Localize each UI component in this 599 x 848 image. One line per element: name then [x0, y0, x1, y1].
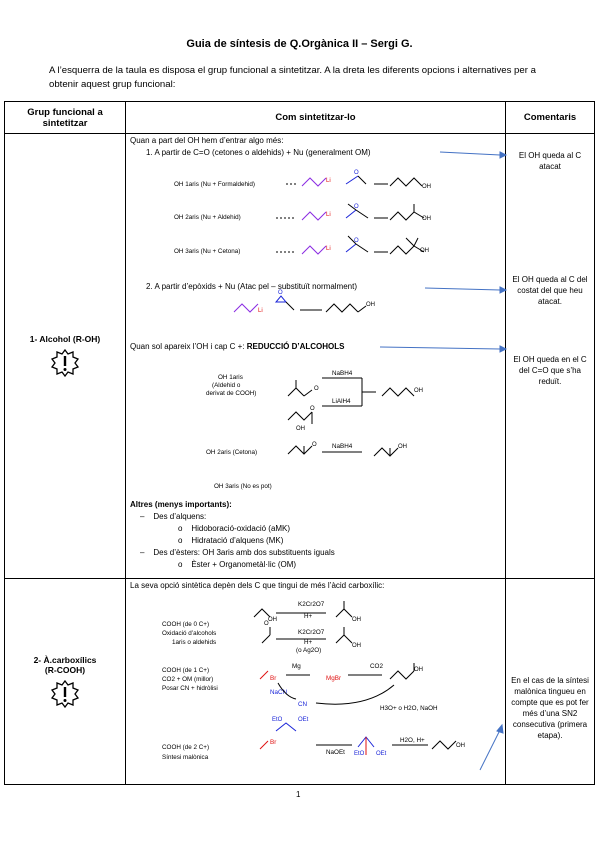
- svg-text:EtO: EtO: [354, 751, 365, 757]
- g2b: Síntesi malònica: [162, 754, 209, 761]
- svg-text:OEt: OEt: [376, 751, 387, 757]
- comment-3: El OH queda en el C del C=O que s’ha red…: [513, 355, 587, 386]
- acid-label-cell: 2- À.carboxílics (R-COOH): [4, 578, 126, 785]
- comment-2: El OH queda al C del costat del que heu …: [512, 275, 588, 306]
- r-oh1: OH 1aris: [218, 374, 243, 381]
- warning-icon: [50, 348, 80, 378]
- svg-text:OH: OH: [414, 667, 423, 673]
- svg-text:OH: OH: [398, 444, 407, 450]
- header-comments: Comentaris: [505, 101, 595, 134]
- comment-1: El OH queda al C atacat: [518, 151, 582, 171]
- svg-text:OEt: OEt: [298, 717, 309, 723]
- svg-text:Li: Li: [326, 178, 331, 184]
- nabh4-label: NaBH4: [332, 370, 353, 377]
- svg-text:OH: OH: [352, 643, 361, 649]
- alcohol-comments-cell: El OH queda al C atacat El OH queda al C…: [505, 133, 595, 579]
- r-oh1c: derivat de COOH): [206, 390, 257, 397]
- svg-text:O: O: [312, 442, 317, 448]
- acid-intro: La seva opció sintètica depèn dels C que…: [130, 581, 385, 590]
- svg-text:Li: Li: [258, 308, 263, 314]
- svg-text:OH: OH: [366, 302, 375, 308]
- nabh4-label-2: NaBH4: [332, 443, 353, 450]
- svg-text:OH: OH: [296, 426, 305, 432]
- svg-text:Li: Li: [326, 246, 331, 252]
- naoet-label: NaOEt: [326, 749, 345, 756]
- cn-label: CN: [298, 701, 308, 708]
- k2-label-2: K2Cr2O7: [298, 629, 325, 636]
- hyd-label: H3O+ o H2O, NaOH: [380, 705, 438, 712]
- svg-text:OH: OH: [422, 216, 431, 222]
- svg-text:OH: OH: [268, 617, 277, 623]
- g0b: Oxidació d’alcohols: [162, 630, 217, 637]
- warning-icon: [50, 679, 80, 708]
- svg-text:OH: OH: [420, 248, 429, 254]
- svg-text:O: O: [278, 290, 283, 296]
- alcohol-label: 1- Alcohol (R-OH): [29, 334, 101, 344]
- k2-label: K2Cr2O7: [298, 601, 325, 608]
- lialh4-label: LiAlH4: [332, 398, 351, 405]
- svg-text:OH: OH: [414, 388, 423, 394]
- acid-label-1: 2- À.carboxílics: [33, 654, 97, 665]
- others-heading: Altres (menys importants):: [130, 500, 232, 509]
- br-label: Br: [270, 675, 277, 682]
- oh1-label: OH 1aris (Nu + Formaldehid): [174, 181, 256, 188]
- others-1a: o Hidoboració-oxidació (aMK): [178, 524, 291, 533]
- header-group: Grup funcional a sintetitzar: [4, 101, 126, 134]
- g1a: COOH (de 1 C+): [162, 667, 210, 674]
- svg-text:Li: Li: [326, 212, 331, 218]
- br-label-2: Br: [270, 739, 277, 746]
- alcohol-methods-cell: Quan a part del OH hem d’entrar algo més…: [125, 133, 506, 579]
- g1c: Posar CN + hidròlisi: [162, 685, 218, 692]
- svg-text:OH: OH: [422, 184, 431, 190]
- h-label: H+: [304, 613, 313, 620]
- others-1: – Des d’alquens:: [140, 512, 207, 521]
- mgbr-label: MgBr: [326, 675, 342, 682]
- intro-paragraph: A l’esquerra de la taula es disposa el g…: [49, 65, 536, 90]
- others-2a: o Èster + Organometàl·lic (OM): [178, 560, 297, 569]
- oh2-label: OH 2aris (Nu + Aldehid): [174, 214, 241, 221]
- comment-4: En el cas de la síntesi malònica tingueu…: [511, 676, 589, 740]
- acid-methods-cell: La seva opció sintètica depèn dels C que…: [125, 578, 506, 785]
- alcohol-intro: Quan a part del OH hem d’entrar algo més…: [130, 136, 284, 145]
- nacn-label: NaCN: [270, 689, 288, 696]
- page-number: 1: [296, 790, 301, 799]
- reduction-intro: Quan sol apareix l’OH i cap C +: REDUCCI…: [130, 342, 345, 351]
- svg-text:O: O: [264, 621, 269, 627]
- h2o-label: H2O, H+: [400, 737, 425, 744]
- others-2: – Des d’èsters: OH 3aris amb dos substit…: [140, 548, 335, 557]
- svg-text:O: O: [354, 204, 359, 210]
- oh3-label: OH 3aris (Nu + Cetona): [174, 248, 241, 255]
- method-1: 1. A partir de C=O (cetones o aldehids) …: [146, 148, 371, 157]
- svg-text:OH: OH: [456, 743, 465, 749]
- g0a: COOH (de 0 C+): [162, 621, 210, 628]
- g2a: COOH (de 2 C+): [162, 744, 210, 751]
- document-title: Guia de síntesis de Q.Orgànica II – Serg…: [186, 38, 413, 50]
- others-1b: o Hidratació d’alquens (MK): [178, 536, 284, 545]
- svg-text:OH: OH: [352, 617, 361, 623]
- acid-label-2: (R-COOH): [44, 664, 86, 675]
- ag-label: (o Ag2O): [296, 647, 322, 654]
- co2-label: CO2: [370, 663, 383, 670]
- svg-text:O: O: [310, 406, 315, 412]
- r-oh1b: (Aldehid o: [212, 382, 241, 389]
- mg-label: Mg: [292, 663, 301, 670]
- svg-text:O: O: [354, 170, 359, 176]
- r-oh2: OH 2aris (Cetona): [206, 449, 258, 456]
- alcohol-label-cell: 1- Alcohol (R-OH): [4, 133, 126, 579]
- h-label-2: H+: [304, 639, 313, 646]
- r-oh3: OH 3aris (No es pot): [214, 483, 272, 490]
- header-how: Com sintetitzar-lo: [125, 101, 506, 134]
- method-2: 2. A partir d’epòxids + Nu (Atac pel – s…: [146, 282, 357, 291]
- svg-text:O: O: [314, 386, 319, 392]
- acid-comments-cell: En el cas de la síntesi malònica tingueu…: [505, 578, 595, 785]
- g1b: CO2 + OM (millor): [162, 676, 214, 683]
- svg-text:O: O: [354, 238, 359, 244]
- synthesis-table: Grup funcional a sintetitzar Com sinteti…: [4, 101, 595, 785]
- svg-text:EtO: EtO: [272, 717, 283, 723]
- g0c: 1aris o aldehids: [172, 639, 217, 646]
